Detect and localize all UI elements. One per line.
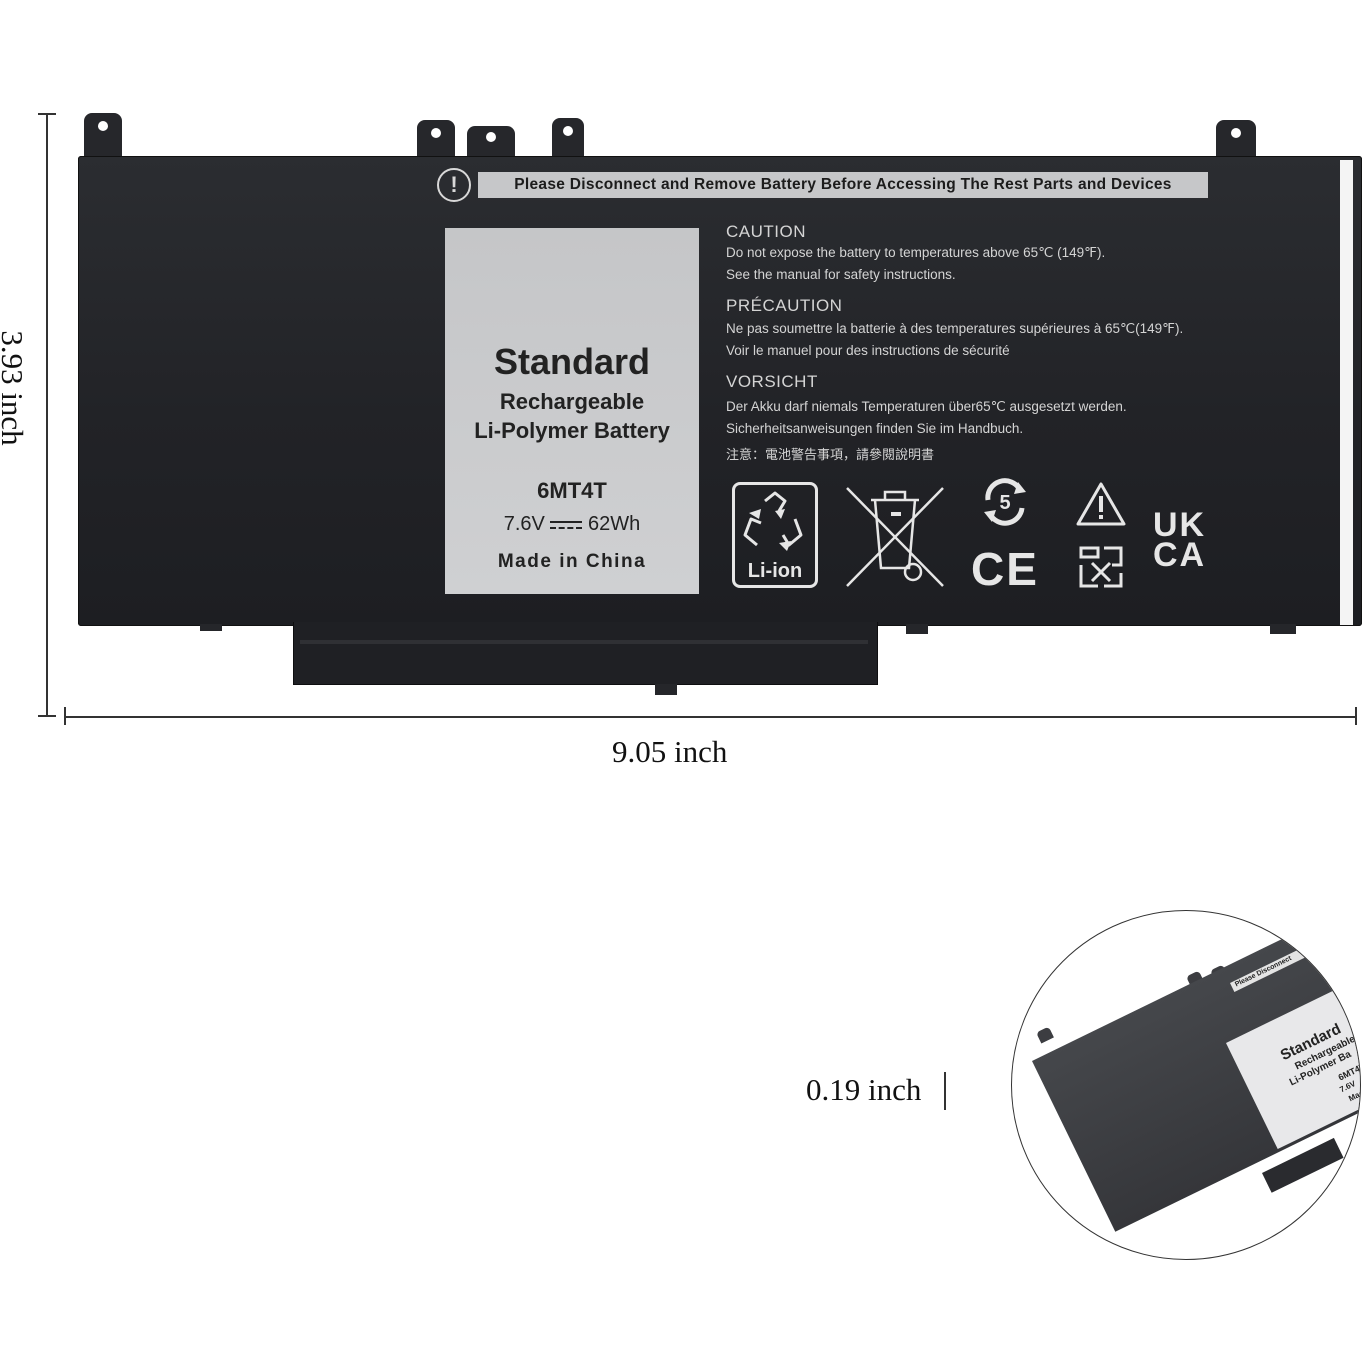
mount-tab-right (1216, 120, 1256, 160)
info-circle-icon: ! (437, 168, 471, 202)
mount-tab-center-2 (467, 126, 515, 160)
caution-line-en-1: Do not expose the battery to temperature… (726, 245, 1106, 260)
thickness-inset-view: Please Disconnect Standard Rechargeable … (1011, 910, 1361, 1260)
caution-line-de-2: Sicherheitsanweisungen finden Sie im Han… (726, 421, 1024, 436)
label-voltage: 7.6V (503, 513, 545, 535)
caution-line-fr-2: Voir le manuel pour des instructions de … (726, 343, 1010, 358)
mount-hole (98, 121, 108, 131)
mount-tab-center-3 (552, 118, 584, 160)
mount-hole (1231, 128, 1241, 138)
mount-hole (486, 132, 496, 142)
thickness-dimension-line (944, 1072, 946, 1110)
inset-mount-tab (1036, 1026, 1054, 1044)
battery-connector-ridge (300, 640, 868, 644)
five-year-recycle-icon: 5 (984, 478, 1026, 526)
battery-label: Standard Rechargeable Li-Polymer Battery… (445, 228, 699, 594)
disconnect-warning-banner: Please Disconnect and Remove Battery Bef… (478, 172, 1208, 198)
caution-title-de: VORSICHT (726, 372, 818, 391)
certification-mark-icon (1079, 546, 1123, 588)
caution-title-fr: PRÉCAUTION (726, 296, 843, 315)
caution-line-en-2: See the manual for safety instructions. (726, 267, 956, 282)
mount-tab-center-1 (417, 120, 455, 160)
width-dimension-cap-right (1355, 707, 1357, 725)
warning-triangle-icon (1076, 482, 1126, 526)
five-year-number: 5 (999, 492, 1010, 514)
height-dimension-cap-top (38, 113, 56, 115)
thickness-dimension-label: 0.19 inch (806, 1072, 922, 1107)
ukca-mark-bottom: CA (1153, 536, 1207, 574)
battery-peg (655, 684, 677, 695)
battery-connector (293, 622, 878, 685)
height-dimension-line (46, 113, 48, 716)
mount-tab-left (84, 113, 122, 159)
height-dimension-cap-bottom (38, 715, 56, 717)
recycle-icon (743, 491, 803, 551)
caution-line-fr-1: Ne pas soumettre la batterie à des tempe… (726, 321, 1184, 336)
label-rating: 7.6V 62Wh (445, 513, 699, 536)
battery-edge-strip (1340, 160, 1353, 625)
ukca-mark: UK CA (1153, 506, 1207, 574)
ukca-mark-top: UK (1153, 506, 1207, 544)
width-dimension-line (64, 716, 1356, 718)
li-ion-text: Li-ion (747, 560, 803, 582)
weee-crossed-bin-icon (846, 487, 944, 587)
width-dimension-cap-left (64, 707, 66, 725)
label-rechargeable: Rechargeable (499, 389, 645, 414)
dc-symbol-icon (550, 520, 583, 530)
height-dimension-label: 3.93 inch (0, 330, 30, 446)
battery-peg (1270, 624, 1296, 634)
label-standard: Standard (493, 341, 651, 382)
label-capacity: 62Wh (588, 513, 641, 535)
width-dimension-label: 9.05 inch (612, 734, 728, 769)
mount-hole (563, 126, 573, 136)
caution-line-cn: 注意：電池警告事項，請參閱說明書 (726, 447, 935, 462)
battery-body (78, 156, 1362, 626)
mount-hole (431, 128, 441, 138)
label-origin: Made in China (497, 551, 647, 572)
ce-mark: CE (971, 543, 1039, 595)
battery-peg (906, 624, 928, 634)
recycle-li-ion-symbol: Li-ion (732, 482, 818, 588)
battery-peg (200, 624, 222, 631)
caution-line-de-1: Der Akku darf niemals Temperaturen über6… (726, 399, 1127, 414)
label-battery-type: Li-Polymer Battery (474, 418, 670, 443)
label-model: 6MT4T (537, 478, 607, 503)
caution-title-en: CAUTION (726, 222, 806, 241)
